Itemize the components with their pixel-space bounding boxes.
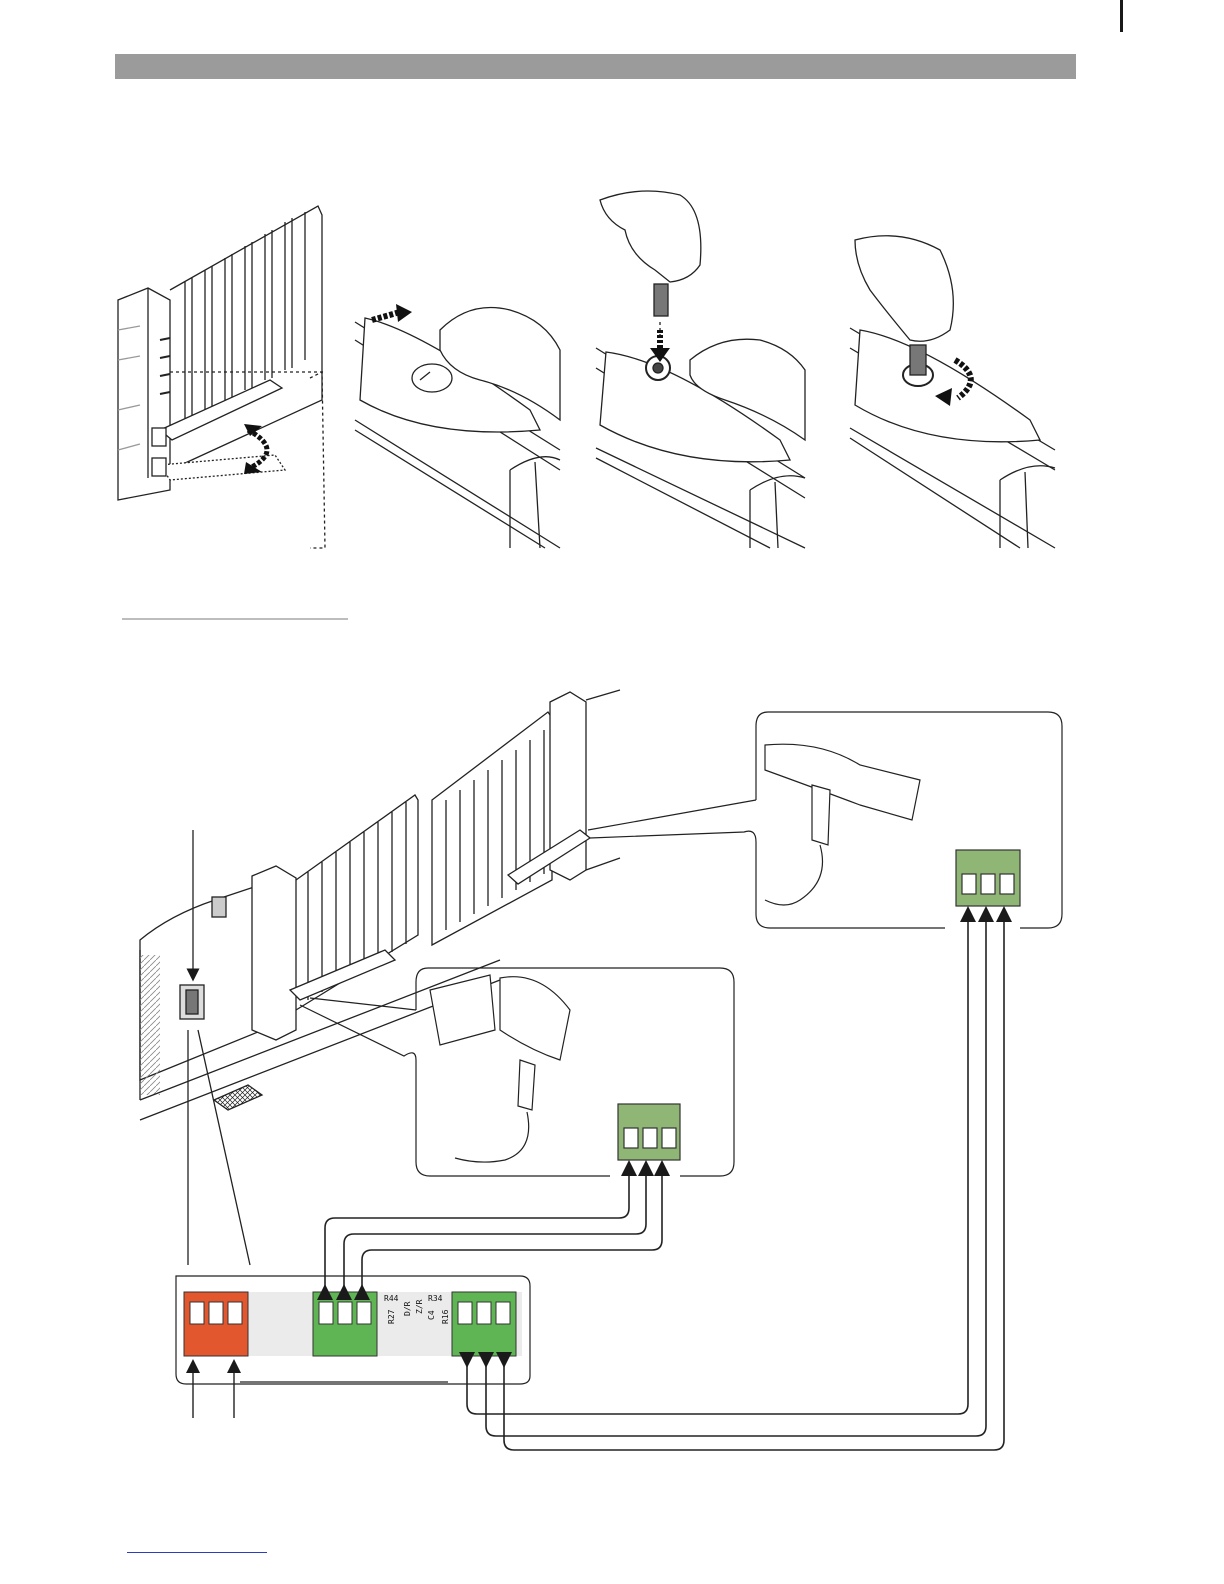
component-label-6: C4 xyxy=(427,1310,436,1320)
component-label-2: R27 xyxy=(387,1309,396,1324)
component-label-5: R34 xyxy=(428,1294,443,1303)
panel-key-insert xyxy=(596,191,805,548)
panel-gate-operator xyxy=(118,206,325,548)
wiring-motor1 xyxy=(325,1168,662,1292)
control-board xyxy=(176,1276,530,1384)
panel-release-cover xyxy=(355,308,560,549)
component-label-7: R16 xyxy=(441,1309,450,1324)
component-label-4: Z/R xyxy=(415,1299,424,1314)
component-label-3: D/R xyxy=(403,1301,412,1316)
power-feed-arrows xyxy=(193,1366,234,1418)
panel-key-turn xyxy=(850,236,1055,548)
installation-overview xyxy=(140,690,620,1265)
slide-arrow-icon xyxy=(372,304,412,322)
component-label-1: R44 xyxy=(384,1294,399,1303)
detail-right-operator xyxy=(588,712,1062,928)
detail-left-operator xyxy=(300,968,734,1176)
